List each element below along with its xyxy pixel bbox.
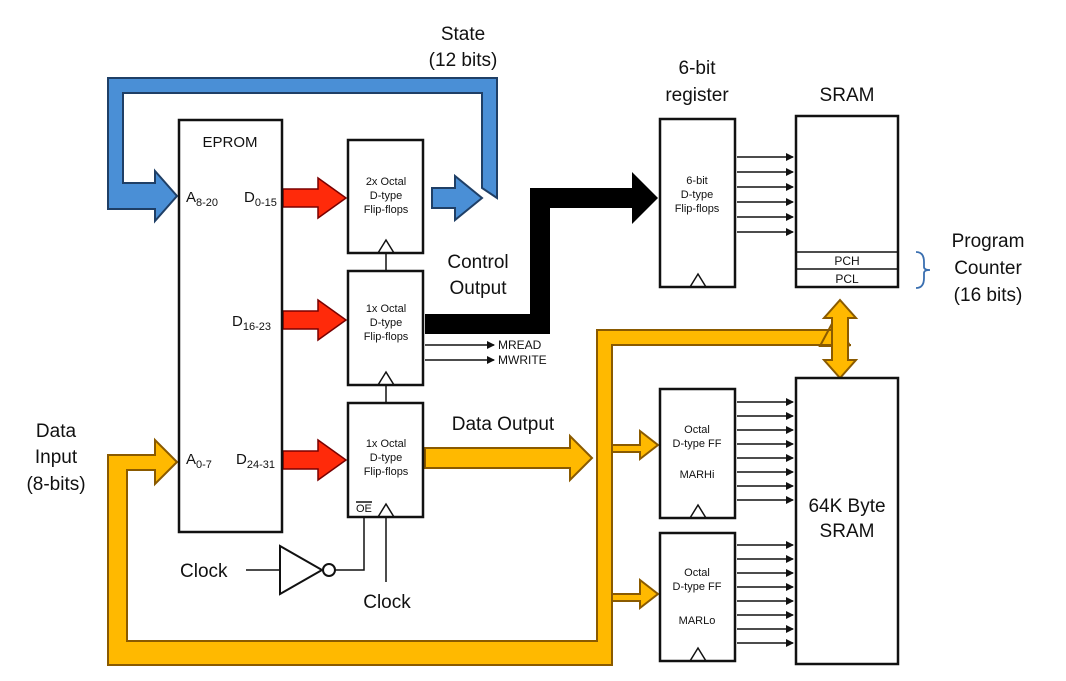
flipflop-middle: 1x Octal D-type Flip-flops <box>346 269 425 387</box>
svg-text:1x Octal: 1x Octal <box>366 438 406 450</box>
pc-label-line1: Program <box>952 231 1025 252</box>
control-bus <box>425 172 658 334</box>
inverter-gate <box>279 544 325 596</box>
svg-text:D-type FF: D-type FF <box>673 438 722 450</box>
data-input-line2: Input <box>35 447 78 468</box>
eprom-block <box>177 118 284 534</box>
data-output-label: Data Output <box>452 414 555 435</box>
pcl-label: PCL <box>835 272 859 286</box>
eprom-d16: D16-23 <box>232 313 271 333</box>
register-6bit: 6-bit D-type Flip-flops <box>658 117 737 289</box>
marhi-outputs <box>737 398 794 504</box>
eprom-a-high: A8-20 <box>186 189 218 209</box>
eprom-d0: D0-15 <box>244 189 277 209</box>
svg-text:64K Byte: 64K Byte <box>808 496 885 517</box>
eprom-d24: D24-31 <box>236 451 275 471</box>
eprom-title: EPROM <box>202 134 257 151</box>
control-output-line2: Output <box>449 278 507 299</box>
svg-text:D-type: D-type <box>370 317 402 329</box>
sram-64k: 64K Byte SRAM <box>794 376 900 666</box>
flipflop-bottom: 1x Octal D-type Flip-flops OE <box>346 401 425 519</box>
red-arrow-d24 <box>282 438 348 482</box>
program-counter-brace <box>915 251 931 289</box>
svg-text:MARHi: MARHi <box>680 469 715 481</box>
flipflop-top: 2x Octal D-type Flip-flops <box>346 138 425 255</box>
data-bus <box>107 298 859 666</box>
data-input-line1: Data <box>36 421 77 442</box>
marhi-register: Octal D-type FF MARHi <box>658 387 737 520</box>
eprom-a-low: A0-7 <box>186 451 212 471</box>
svg-text:D-type FF: D-type FF <box>673 581 722 593</box>
red-arrow-d16 <box>282 298 348 342</box>
clock-inverter-label: Clock <box>180 561 228 582</box>
svg-text:Flip-flops: Flip-flops <box>675 203 720 215</box>
svg-text:D-type: D-type <box>681 189 713 201</box>
sram-title: SRAM <box>820 85 875 106</box>
svg-text:D-type: D-type <box>370 190 402 202</box>
svg-text:Octal: Octal <box>684 567 710 579</box>
state-label-line2: (12 bits) <box>429 50 498 71</box>
inverter-bubble <box>322 563 336 577</box>
red-arrow-d0 <box>282 176 348 220</box>
clock-bottom-label: Clock <box>363 592 411 613</box>
reg6-title-line2: register <box>665 85 729 106</box>
svg-text:SRAM: SRAM <box>820 521 875 542</box>
sram-control-store: PCH PCL <box>794 114 900 289</box>
svg-text:2x Octal: 2x Octal <box>366 176 406 188</box>
eprom-output-arrows <box>282 176 348 482</box>
oe-label: OE <box>356 503 372 515</box>
register-6bit-outputs <box>737 153 794 236</box>
svg-text:D-type: D-type <box>370 452 402 464</box>
svg-text:Flip-flops: Flip-flops <box>364 204 409 216</box>
reg6-title-line1: 6-bit <box>679 58 717 79</box>
svg-text:Octal: Octal <box>684 424 710 436</box>
svg-text:Flip-flops: Flip-flops <box>364 331 409 343</box>
data-input-line3: (8-bits) <box>26 474 85 495</box>
state-bus <box>107 77 498 224</box>
marlo-register: Octal D-type FF MARLo <box>658 531 737 663</box>
svg-text:Flip-flops: Flip-flops <box>364 466 409 478</box>
svg-text:1x Octal: 1x Octal <box>366 303 406 315</box>
state-label-line1: State <box>441 24 485 45</box>
pc-label-line3: (16 bits) <box>954 285 1023 306</box>
control-output-line1: Control <box>447 252 508 273</box>
svg-text:MARLo: MARLo <box>679 615 716 627</box>
mread-label: MREAD <box>498 338 542 352</box>
mwrite-label: MWRITE <box>498 353 547 367</box>
pch-label: PCH <box>834 254 859 268</box>
svg-text:6-bit: 6-bit <box>686 175 707 187</box>
marlo-outputs <box>737 541 794 647</box>
pc-label-line2: Counter <box>954 258 1022 279</box>
